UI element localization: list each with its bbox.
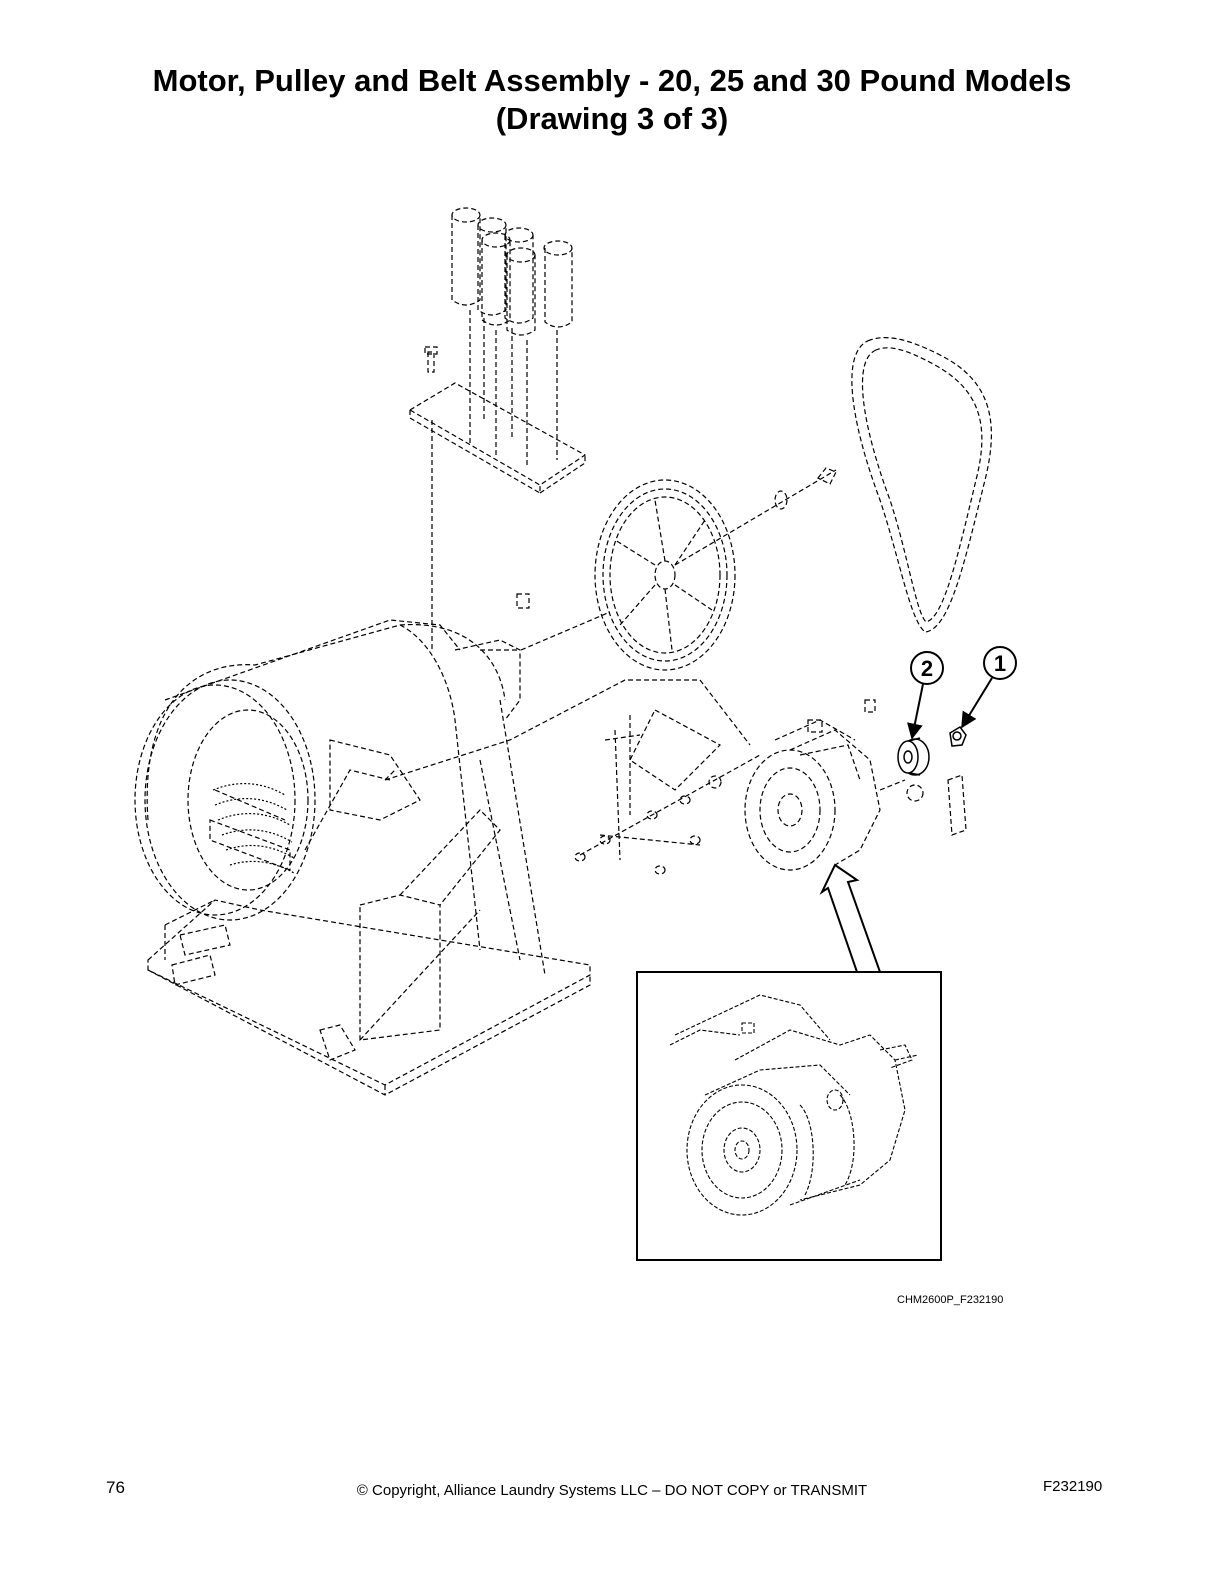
motor-mount-outline	[384, 679, 761, 861]
drawing-id: CHM2600P_F232190	[897, 1294, 1004, 1306]
capacitor-group	[451, 207, 573, 336]
copyright-notice: © Copyright, Alliance Laundry Systems LL…	[356, 1482, 868, 1499]
capacitor-bracket	[408, 382, 587, 495]
bracket-screw	[424, 346, 438, 373]
callout-2-number: 2	[921, 656, 933, 681]
pulley-nut	[949, 726, 967, 747]
motor-fasteners	[574, 699, 967, 875]
page-title: Motor, Pulley and Belt Assembly - 20, 25…	[0, 62, 1224, 138]
detail-pointer	[819, 863, 882, 973]
title-line-1: Motor, Pulley and Belt Assembly - 20, 25…	[152, 63, 1072, 98]
pulley-hardware	[516, 467, 837, 651]
drive-pulley	[594, 479, 736, 671]
capacitor-leader-lines	[469, 310, 558, 468]
page-number: 76	[106, 1478, 125, 1497]
drive-belt	[851, 337, 992, 633]
dryer-cylinder-assembly	[134, 619, 521, 951]
document-number: F232190	[1043, 1478, 1103, 1495]
motor-pulley	[897, 737, 930, 776]
callout-2: 2	[907, 651, 944, 740]
motor-detail-inset	[636, 971, 942, 1261]
callout-1: 1	[961, 646, 1017, 729]
base-frame	[147, 699, 591, 1096]
callout-1-number: 1	[994, 651, 1006, 676]
title-line-2: (Drawing 3 of 3)	[495, 101, 729, 136]
drive-motor	[744, 719, 906, 871]
drum-perforations	[212, 782, 295, 874]
